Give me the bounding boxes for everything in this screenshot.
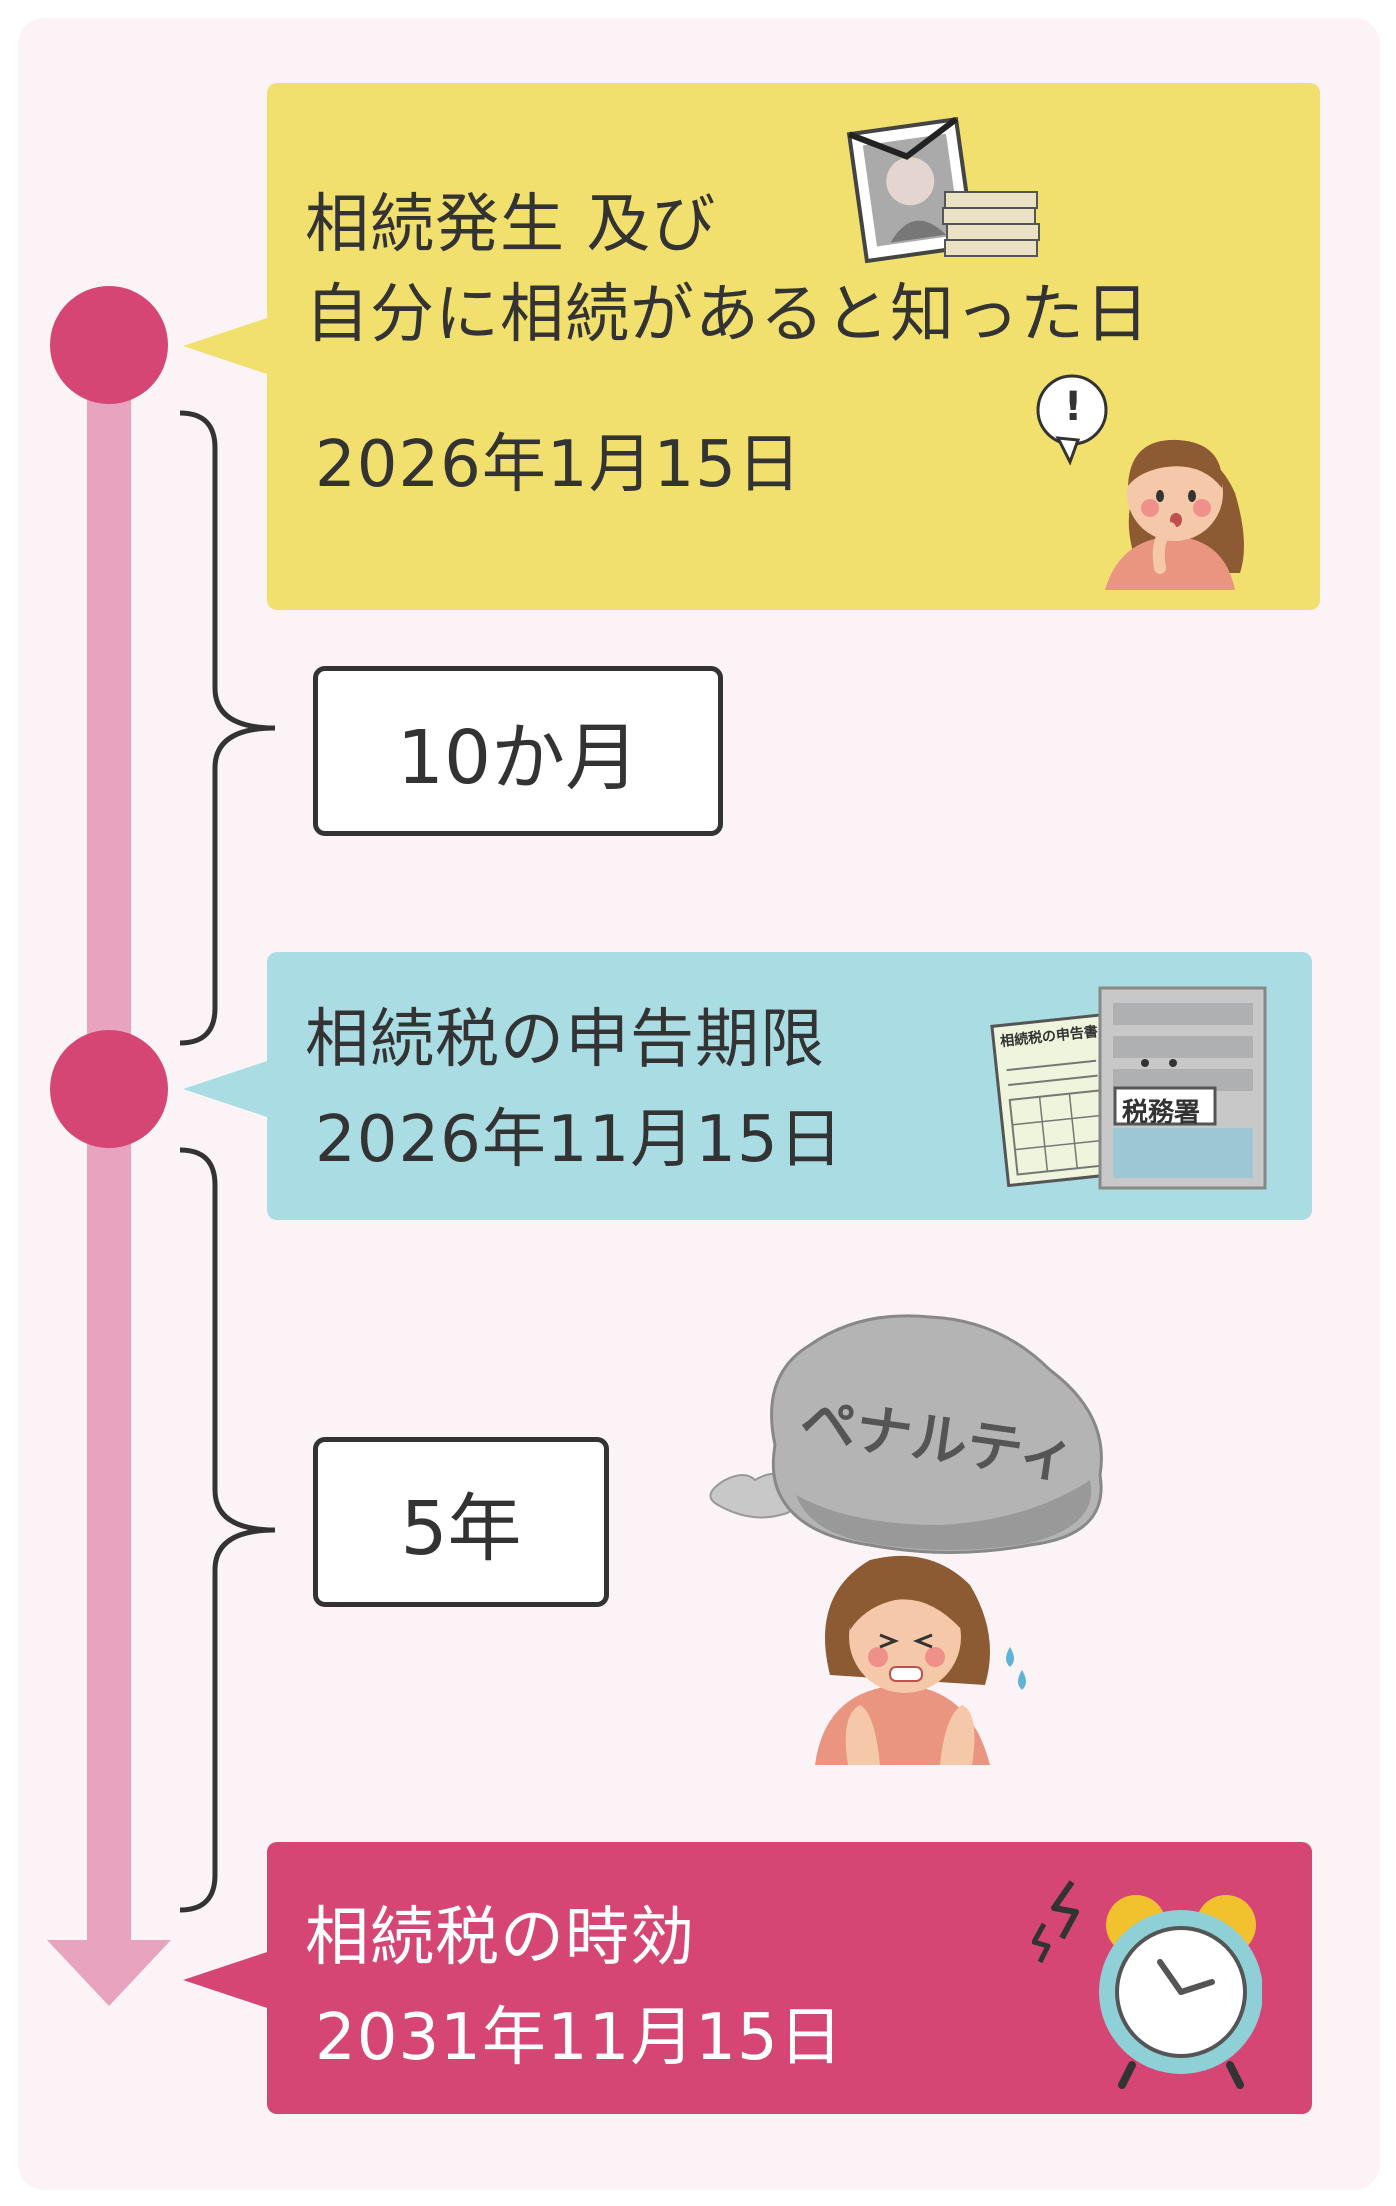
brace-5-years: [179, 1147, 276, 1913]
penalty-rock-illustration: [709, 1314, 1103, 1765]
event-deadline-pointer: [183, 1061, 267, 1117]
tax-office-building-illustration: [1098, 986, 1267, 1190]
timeline-bar: [87, 350, 131, 1950]
event-expiry-title: 相続税の時効: [305, 1901, 695, 1975]
event-expiry-date: 2031年11月15日: [315, 2001, 844, 2075]
duration-5-years-label: 5年: [313, 1437, 609, 1607]
event-start-title-line1: 相続発生 及び: [305, 188, 717, 262]
memorial-photo-money-illustration: [846, 116, 1040, 264]
event-expiry-pointer: [183, 1952, 267, 2008]
event-start-date: 2026年1月15日: [315, 428, 803, 502]
surprised-woman-illustration: [1036, 374, 1244, 590]
alarm-clock-icon: [1032, 1880, 1262, 2089]
event-start-title-line2: 自分に相続があると知った日: [305, 278, 1150, 352]
exclamation-mark: !: [1064, 384, 1083, 430]
event-deadline-date: 2026年11月15日: [315, 1103, 844, 1177]
duration-10-months-label: 10か月: [313, 666, 723, 836]
tax-office-label: 税務署: [1122, 1098, 1201, 1128]
event-deadline-title: 相続税の申告期限: [305, 1003, 825, 1077]
timeline-arrow-head: [47, 1940, 171, 2006]
brace-10-months: [179, 410, 276, 1046]
timeline-dot-deadline: [50, 1030, 168, 1148]
timeline-dot-start: [50, 286, 168, 404]
event-start-pointer: [183, 318, 267, 374]
